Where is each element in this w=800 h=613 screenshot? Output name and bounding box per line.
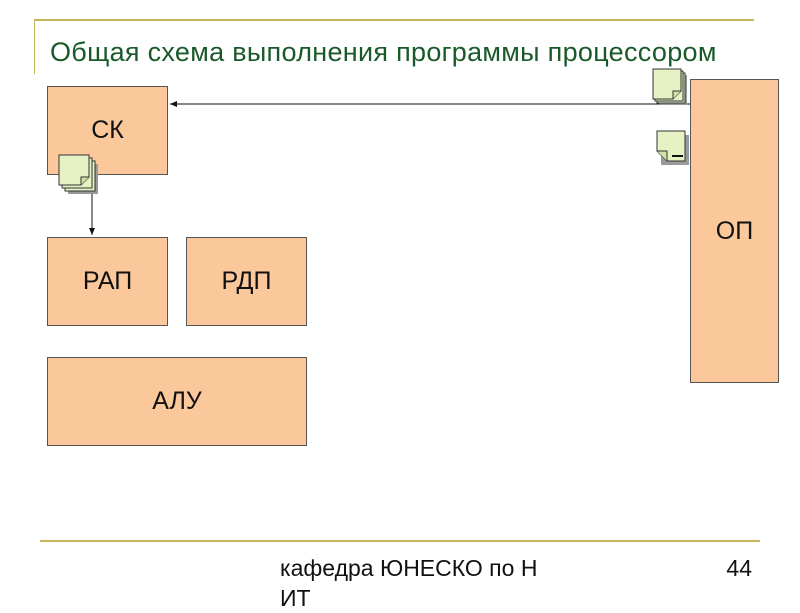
document-stack-icon [652,68,687,105]
document-stack-icon [58,154,98,194]
document-icon [656,130,689,165]
rap-label: РАП [82,267,133,295]
rdp-block: РДП [186,237,307,326]
left-rule [34,19,35,74]
bottom-rule [40,540,760,542]
alu-block: АЛУ [47,357,307,446]
op-block: ОП [690,79,779,383]
sk-label: СК [91,116,124,144]
slide-title: Общая схема выполнения программы процесс… [50,37,717,67]
top-rule [34,19,754,21]
rdp-label: РДП [221,267,272,295]
rap-block: РАП [47,237,168,326]
alu-label: АЛУ [152,387,202,415]
op-label: ОП [715,216,754,245]
footer-text: кафедра ЮНЕСКО по НИТ [280,555,538,611]
page-number: 44 [726,555,752,581]
